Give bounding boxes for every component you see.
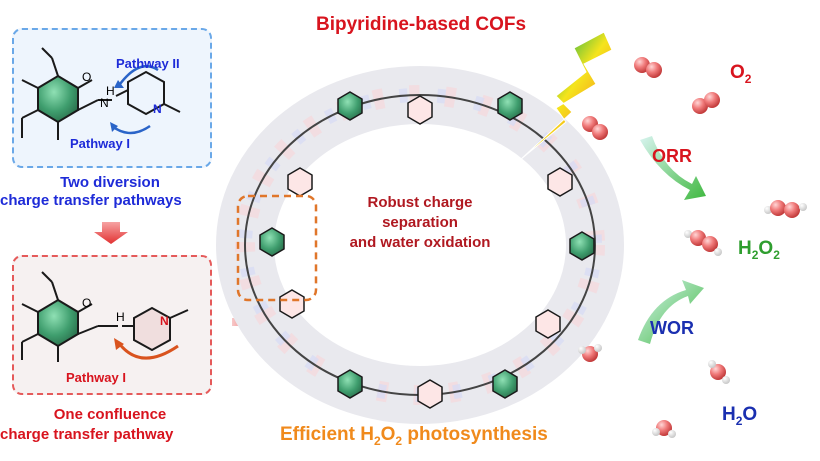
caption-mid: O (380, 424, 396, 445)
top-atom-n: N (100, 96, 109, 110)
h2o-o: O (742, 404, 758, 425)
top-atom-h: H (106, 84, 115, 98)
bottom-caption-line1: One confluence (53, 406, 167, 423)
down-arrow (94, 222, 128, 244)
bottom-caption: Efficient H2O2 photosynthesis (280, 424, 548, 448)
caption-sub1: 2 (373, 433, 381, 448)
h2o2-o: O (758, 238, 774, 259)
center-text-line3: and water oxidation (349, 234, 491, 251)
highlight-box (236, 194, 318, 302)
wor-arrow (638, 280, 704, 344)
light-bolt-icon (519, 31, 613, 161)
cof-ring (216, 66, 624, 424)
figure-title: Bipyridine-based COFs (316, 14, 527, 35)
center-text-line1: Robust charge (367, 194, 473, 211)
caption-suffix: photosynthesis (402, 424, 548, 445)
bottom-molecule (21, 271, 189, 362)
h2o2-molecules (684, 200, 807, 256)
caption-prefix: Efficient H (280, 424, 374, 445)
orr-arrow (640, 136, 706, 200)
orr-label: ORR (652, 146, 692, 166)
pathway-ii-label: Pathway II (116, 56, 180, 71)
h2o-label: H2O (722, 404, 757, 428)
h2o2-h: H (738, 238, 752, 259)
h2o2-label: H2O2 (738, 238, 780, 262)
o2-molecules (582, 57, 720, 140)
h2o2-sub2: 2 (773, 247, 780, 262)
h2o-molecules (578, 344, 730, 438)
bottom-pathway-i-label: Pathway I (66, 370, 126, 385)
bottom-atom-o: O (82, 296, 92, 310)
bottom-caption-line2: charge transfer pathway (0, 426, 174, 443)
bottom-atom-h: H (116, 310, 125, 324)
top-pathway-i-label: Pathway I (70, 136, 130, 151)
o2-label: O2 (730, 62, 751, 86)
o2-sub: 2 (744, 71, 752, 86)
top-ring-n: N (153, 102, 162, 116)
wor-label: WOR (650, 318, 694, 338)
h2o-h: H (722, 404, 736, 425)
caption-sub2: 2 (395, 433, 403, 448)
top-molecule (21, 47, 181, 140)
h2o-sub: 2 (735, 413, 743, 428)
h2o2-sub1: 2 (751, 247, 759, 262)
center-text-line2: separation (382, 214, 458, 231)
top-atom-o: O (82, 70, 92, 84)
o2-o: O (730, 62, 745, 83)
top-caption-line2: charge transfer pathways (0, 192, 182, 209)
bottom-atom-n: N (160, 314, 169, 328)
top-caption-line1: Two diversion (60, 174, 160, 191)
